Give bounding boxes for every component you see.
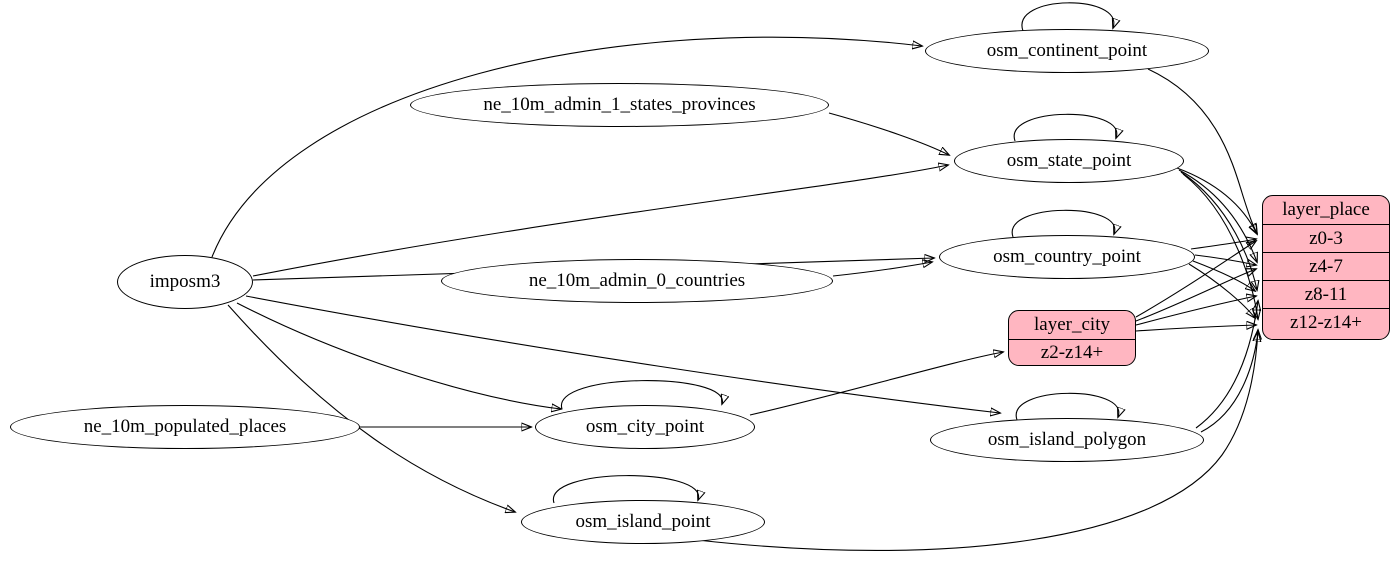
edge-osm_country_point-z4-7 [1194,254,1256,265]
edge-osm_country_point-z12-z14 [1188,263,1255,318]
edge-osm_country_point-z8-11 [1192,260,1255,291]
edge-osm_city_point-layer_city [749,352,1003,416]
self-loop-osm_continent_point [1021,2,1114,32]
self-loop-osm_island_polygon [1015,392,1119,421]
record-layer-place: layer_place z0-3 z4-7 z8-11 z12-z14+ [1262,195,1390,340]
edge-ne_10m_admin_1_states_provinces-osm_state_point [828,112,949,155]
node-osm-island-point: osm_island_point [521,500,765,544]
node-osm-continent-point: osm_continent_point [925,29,1209,73]
record-layer-city: layer_city z2-z14+ [1008,310,1136,366]
layer-place-row-z0-3: z0-3 [1263,224,1389,252]
node-osm-city-point: osm_city_point [535,405,755,449]
edge-osm_island_polygon-z12-z14 [1200,332,1258,433]
edge-osm_island_polygon-z8-11 [1195,301,1258,429]
node-imposm3: imposm3 [117,255,253,309]
edge-layer_city-z8-11 [1135,296,1256,326]
layer-place-title: layer_place [1282,199,1370,220]
self-loop-osm_country_point [1011,209,1115,238]
layer-place-row-z12-z14: z12-z14+ [1263,308,1389,336]
self-loop-osm_island_point [553,475,698,504]
layer-city-row-z2-z14: z2-z14+ [1009,339,1135,365]
node-ne-10m-admin-1-states-provinces: ne_10m_admin_1_states_provinces [410,83,829,127]
edge-imposm3-osm_city_point [236,302,561,409]
edge-layer_city-z0-3 [1135,241,1256,318]
layer-place-row-z8-11: z8-11 [1263,280,1389,308]
edge-imposm3-osm_continent_point [211,36,922,258]
edge-osm_country_point-z0-3 [1190,239,1256,250]
edge-imposm3-osm_island_polygon [245,295,1000,413]
node-osm-state-point: osm_state_point [954,139,1184,183]
layer-city-title: layer_city [1034,314,1110,335]
node-ne-10m-populated-places: ne_10m_populated_places [10,405,360,449]
edge-osm_continent_point-z0-3 [1147,68,1257,233]
node-osm-island-polygon: osm_island_polygon [930,418,1204,462]
edge-osm_island_point-z12-z14 [696,330,1258,552]
node-osm-country-point: osm_country_point [939,235,1195,279]
self-loop-osm_city_point [561,380,722,410]
edge-ne_10m_admin_0_countries-osm_country_point [832,262,932,277]
self-loop-osm_state_point [1013,113,1117,142]
edge-imposm3-osm_state_point [252,165,948,277]
edge-osm_state_point-z8-11 [1180,171,1257,290]
edge-layer_city-z4-7 [1135,269,1256,322]
edge-layer_city-z12-z14 [1135,325,1256,332]
edge-osm_state_point-z4-7 [1178,169,1257,262]
layer-place-row-z4-7: z4-7 [1263,252,1389,280]
node-ne-10m-admin-0-countries: ne_10m_admin_0_countries [441,259,833,303]
edge-imposm3-osm_island_point [227,304,515,512]
